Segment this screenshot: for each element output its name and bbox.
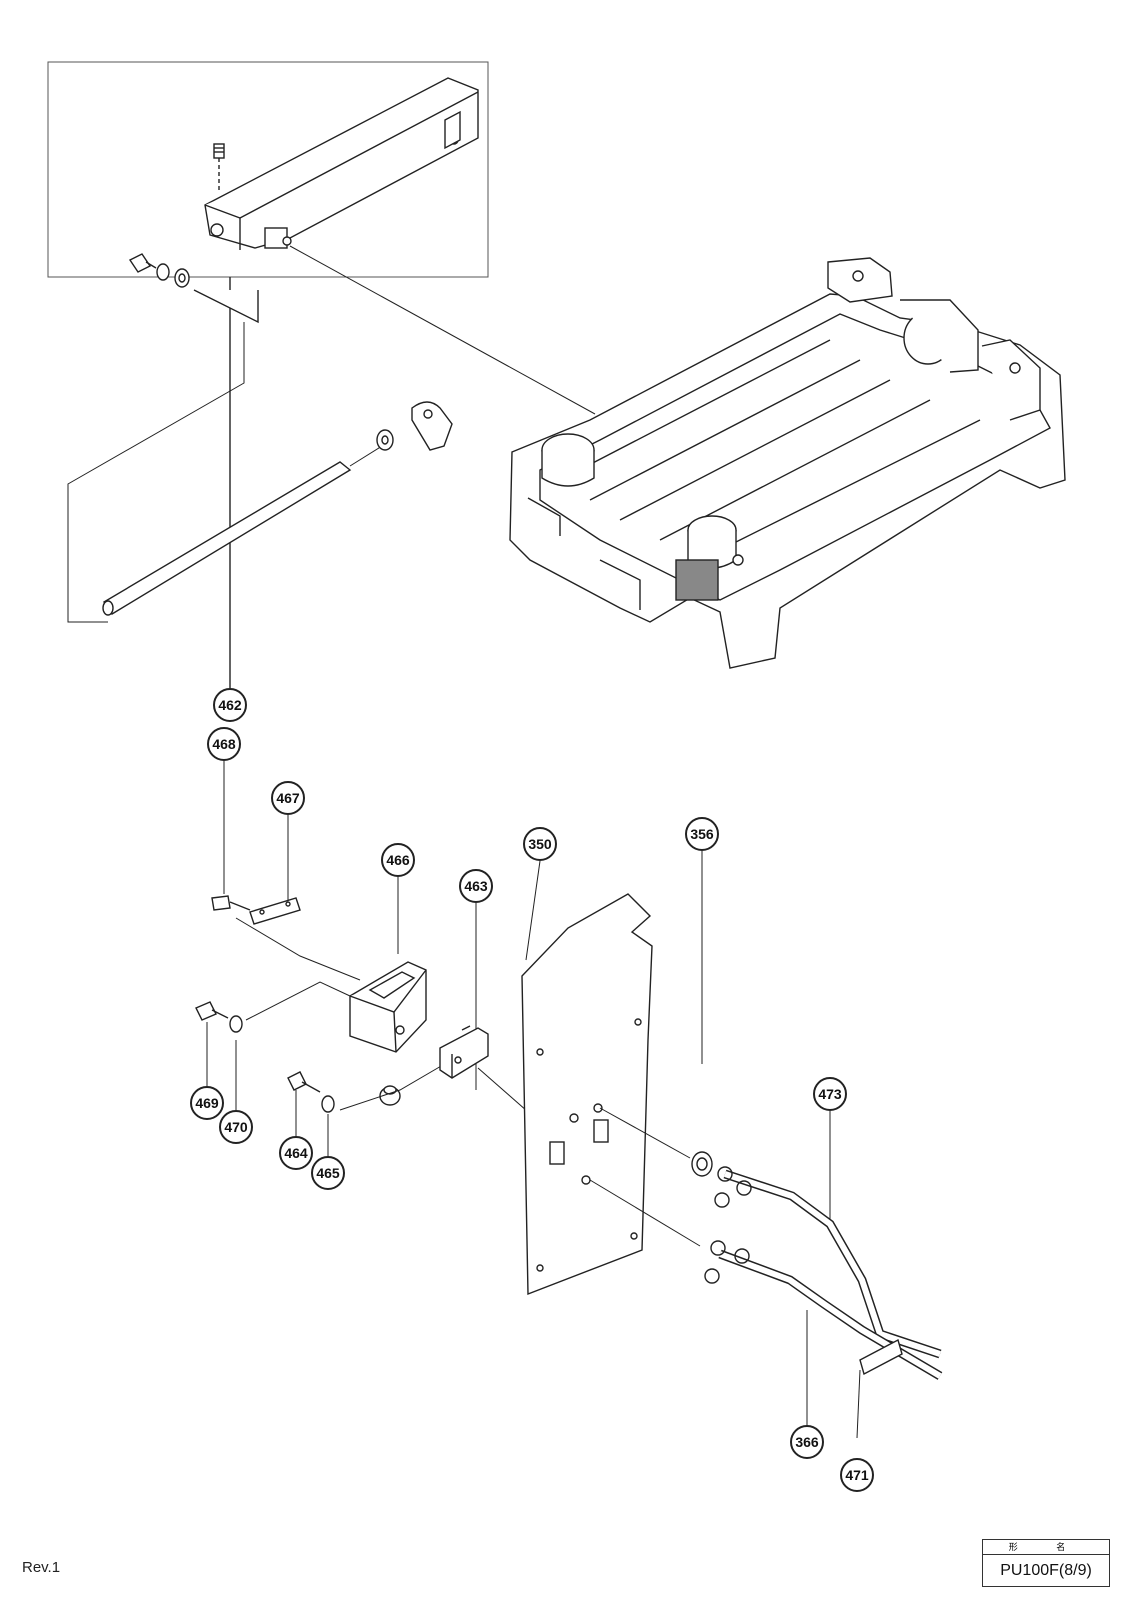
callout-469: 469: [190, 1086, 224, 1120]
leader-to-base: [289, 245, 596, 415]
revision-label: Rev.1: [22, 1559, 61, 1576]
callout-463: 463: [459, 869, 493, 903]
callout-473: 473: [813, 1077, 847, 1111]
set-screw: [213, 143, 225, 190]
callout-350: 350: [523, 827, 557, 861]
bolt-464-washer-465: [287, 1071, 335, 1113]
callout-470: 470: [219, 1110, 253, 1144]
title-block: 形 名 PU100F(8/9): [982, 1539, 1110, 1587]
callout-471: 471: [840, 1458, 874, 1492]
title-block-label: 形 名: [983, 1540, 1109, 1555]
leader-box: [245, 981, 351, 1021]
callout-467: 467: [271, 781, 305, 815]
callout-464: 464: [279, 1136, 313, 1170]
shaft-rod: [102, 401, 453, 616]
mounting-plate-350: [521, 893, 653, 1296]
callout-468: 468: [207, 727, 241, 761]
terminal-box-466: [349, 961, 427, 1106]
callout-462: 462: [213, 688, 247, 722]
grommet-356: [691, 1151, 713, 1177]
callout-465: 465: [311, 1156, 345, 1190]
model-number: PU100F(8/9): [1000, 1562, 1092, 1579]
plate-467: [211, 895, 301, 925]
leader-grommet: [599, 1107, 691, 1159]
callout-466: 466: [381, 843, 415, 877]
base-frame: [509, 257, 1066, 669]
leader-cable-lower: [589, 1179, 701, 1247]
callout-356: 356: [685, 817, 719, 851]
leader-plate: [235, 917, 361, 981]
bolt-washer-set-upper: [128, 253, 259, 324]
bolt-469-washer-470: [195, 1001, 243, 1033]
housing-bar: [204, 77, 479, 250]
terminal-block-463: [439, 1025, 489, 1079]
leader-to-rod: [67, 322, 245, 623]
leader-terminal: [339, 1061, 449, 1111]
power-cords: [704, 1166, 943, 1380]
subassembly-frame: [47, 61, 489, 278]
callout-366: 366: [790, 1425, 824, 1459]
